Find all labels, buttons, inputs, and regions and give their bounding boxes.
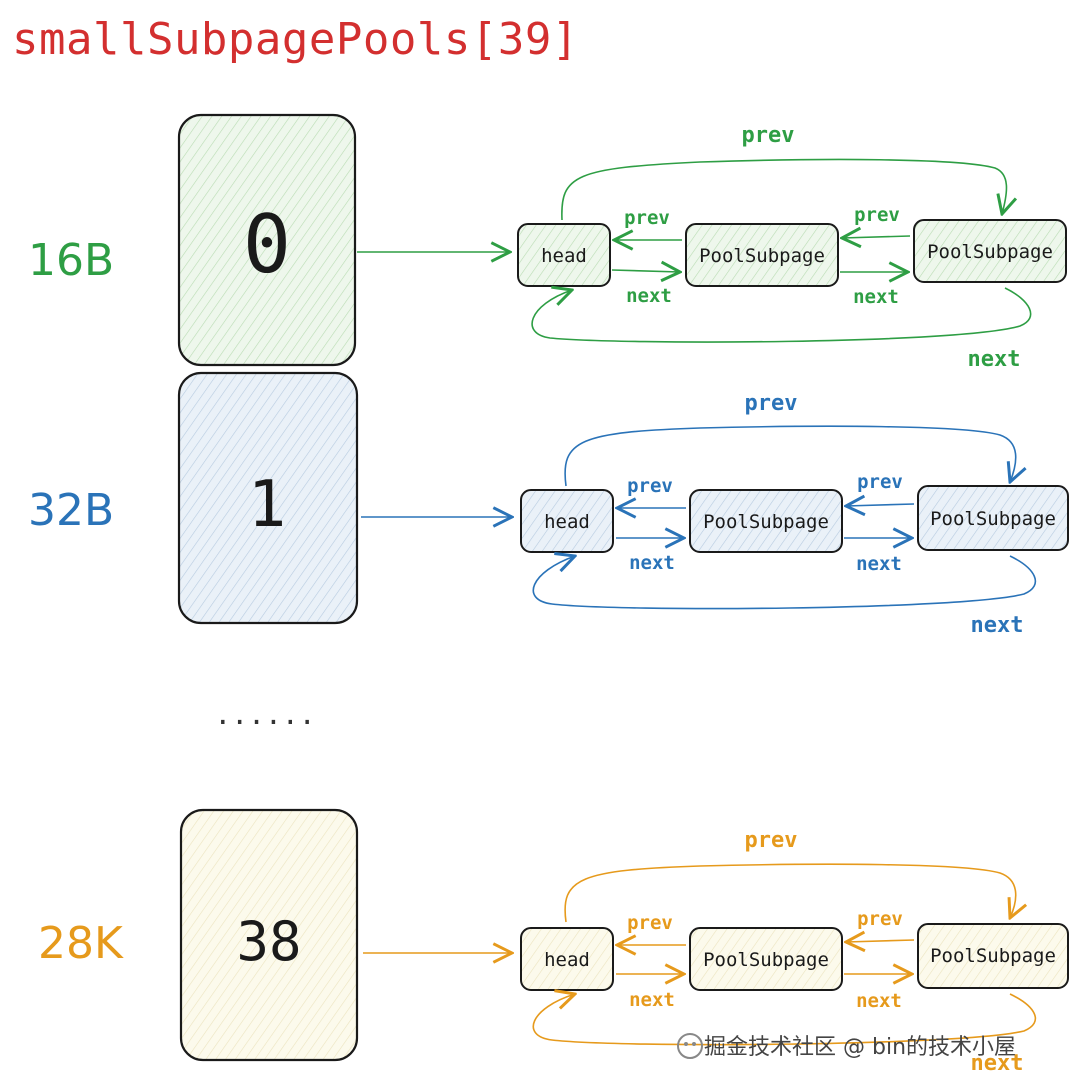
next-edge — [611, 270, 680, 272]
prev-edge — [846, 940, 915, 942]
next-label: next — [856, 990, 902, 1012]
pool-row-16b: 16B 0 head PoolSubpage PoolSubpage prev … — [28, 113, 1067, 372]
pool-subpage-node-label: PoolSubpage — [703, 511, 829, 533]
pool-slot-box — [179, 808, 359, 1062]
pool-slot-box — [177, 113, 357, 367]
watermark-logo-icon — [677, 1033, 703, 1059]
pool-index: 38 — [236, 910, 301, 973]
prev-label: prev — [854, 204, 900, 226]
pool-subpage-node — [685, 223, 839, 287]
next-label: next — [853, 286, 899, 308]
size-label: 28K — [38, 918, 124, 969]
pool-row-32b: 32B 1 head PoolSubpage PoolSubpage prev … — [28, 371, 1069, 638]
prev-label: prev — [745, 391, 798, 416]
size-label: 32B — [28, 485, 114, 536]
next-label: next — [626, 285, 672, 307]
next-label: next — [856, 553, 902, 575]
prev-label: prev — [745, 828, 798, 853]
prev-edge-outer — [564, 863, 1016, 923]
pool-subpage-node — [689, 489, 843, 553]
pool-subpage-node — [917, 485, 1069, 551]
prev-edge-outer — [561, 158, 1007, 221]
ellipsis: ...... — [214, 698, 315, 731]
head-node-label: head — [544, 511, 590, 533]
next-edge-outer — [531, 288, 1032, 343]
prev-edge-outer — [564, 425, 1016, 487]
pool-subpage-node — [913, 219, 1067, 283]
pool-subpage-node — [689, 927, 843, 991]
prev-edge — [846, 504, 915, 506]
prev-label: prev — [857, 908, 903, 930]
pool-subpage-node-label: PoolSubpage — [703, 949, 829, 971]
pool-slot-box — [177, 371, 359, 625]
pool-index: 0 — [243, 198, 291, 291]
next-edge-outer — [532, 994, 1037, 1046]
head-node-label: head — [541, 245, 587, 267]
prev-edge — [842, 236, 911, 238]
pool-row-28k: 28K 38 head PoolSubpage PoolSubpage prev… — [38, 808, 1069, 1076]
next-label: next — [629, 989, 675, 1011]
prev-label: prev — [857, 471, 903, 493]
next-label: next — [968, 347, 1021, 372]
prev-label: prev — [742, 123, 795, 148]
page-title: smallSubpagePools[39] — [12, 14, 579, 65]
prev-label: prev — [627, 912, 673, 934]
watermark-text: 掘金技术社区 @ bin的技术小屋 — [704, 1035, 1016, 1060]
next-label: next — [629, 552, 675, 574]
head-node-label: head — [544, 949, 590, 971]
pool-subpage-node-label: PoolSubpage — [927, 241, 1053, 263]
pool-subpage-node — [917, 923, 1069, 989]
size-label: 16B — [28, 235, 114, 286]
pool-subpage-node-label: PoolSubpage — [930, 945, 1056, 967]
pool-subpage-node-label: PoolSubpage — [930, 508, 1056, 530]
next-label: next — [971, 613, 1024, 638]
pool-subpage-node-label: PoolSubpage — [699, 245, 825, 267]
prev-label: prev — [624, 207, 670, 229]
next-label: next — [971, 1051, 1024, 1076]
next-edge-outer — [532, 556, 1037, 610]
pool-index: 1 — [248, 468, 287, 542]
watermark: 掘金技术社区 @ bin的技术小屋 — [677, 1033, 1016, 1060]
prev-label: prev — [627, 475, 673, 497]
